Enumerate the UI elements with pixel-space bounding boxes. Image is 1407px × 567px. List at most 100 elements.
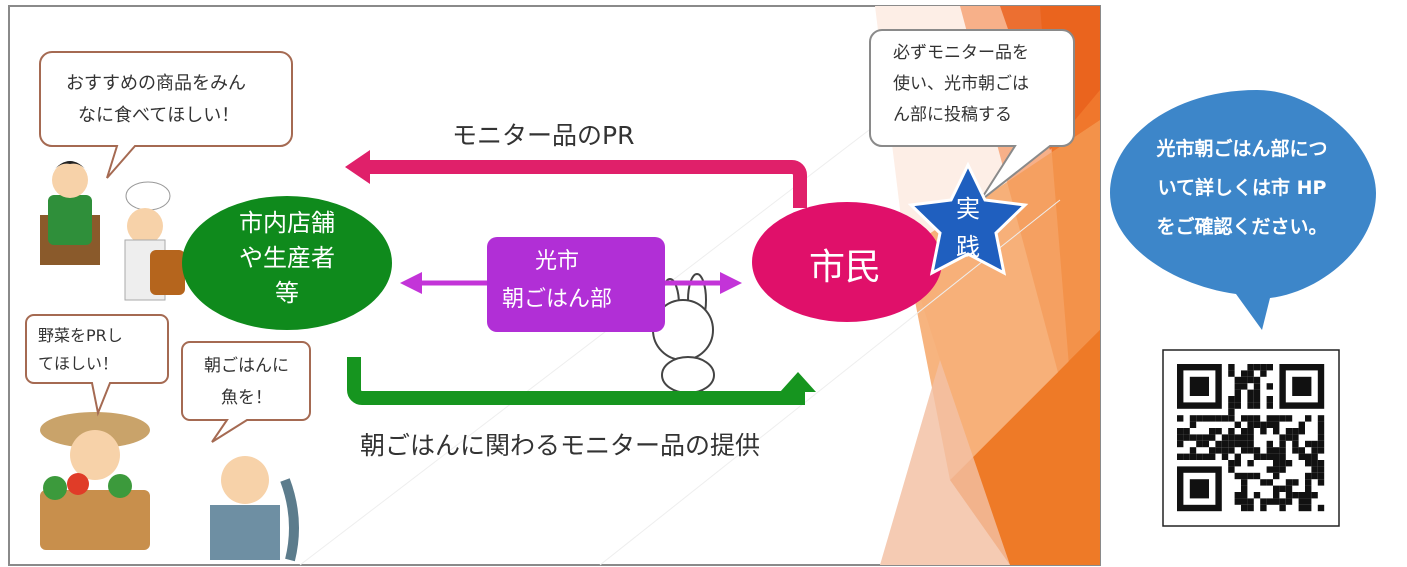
shopkeeper-illustration [40, 161, 100, 265]
qr-module [1285, 492, 1293, 499]
qr-module [1247, 472, 1254, 480]
qr-module [1317, 447, 1325, 454]
qr-module [1234, 472, 1241, 480]
qr-module [1260, 370, 1267, 377]
qr-module [1234, 492, 1241, 499]
qr-module [1247, 370, 1254, 377]
qr-module [1221, 440, 1229, 448]
qr-module [1228, 428, 1235, 435]
qr-module [1247, 364, 1254, 371]
qr-module [1260, 428, 1267, 435]
qr-module [1253, 492, 1261, 499]
qr-module [1228, 396, 1235, 403]
qr-module [1253, 402, 1261, 409]
qr-module [1183, 453, 1190, 460]
qr-module [1253, 389, 1261, 396]
qr-module [1253, 364, 1261, 371]
qr-module [1196, 453, 1203, 460]
qr-module [1247, 504, 1254, 512]
qr-module [1234, 383, 1241, 390]
qr-module [1317, 434, 1325, 441]
qr-module [1247, 376, 1254, 384]
callout-line: 光市朝ごはん部につ [1156, 138, 1328, 160]
qr-code [1162, 349, 1340, 527]
pr-arrow [365, 160, 807, 208]
qr-module [1279, 485, 1286, 492]
qr-module [1266, 453, 1273, 460]
bubble-citizen-text: 必ずモニター品を 使い、光市朝ごは ん部に投稿する [893, 38, 1029, 131]
qr-module [1247, 428, 1254, 435]
bubble-line: なに食べてほしい！ [78, 105, 240, 126]
producers-line: や生産者 [239, 244, 335, 272]
qr-module [1234, 389, 1241, 396]
qr-module [1228, 466, 1235, 473]
qr-module [1317, 504, 1325, 512]
qr-module [1177, 428, 1184, 435]
qr-module [1273, 421, 1280, 428]
qr-module [1279, 434, 1286, 441]
qr-module [1234, 434, 1241, 441]
qr-module [1317, 466, 1325, 473]
bubble-line: 朝ごはんに [204, 356, 289, 376]
qr-module [1215, 440, 1222, 448]
qr-module [1247, 396, 1254, 403]
qr-module [1305, 504, 1312, 512]
qr-module [1273, 447, 1280, 454]
pr-arrowhead [345, 150, 370, 184]
qr-module [1311, 440, 1318, 448]
qr-module [1266, 479, 1273, 486]
qr-module [1228, 460, 1235, 467]
bubble-farmer [25, 314, 169, 417]
callout-line: いて詳しくは市 HP [1157, 177, 1327, 199]
link-arrowhead-right [720, 272, 742, 294]
qr-module [1279, 498, 1286, 505]
qr-module [1189, 434, 1197, 441]
qr-module [1285, 460, 1293, 467]
qr-module [1202, 415, 1209, 422]
qr-module [1221, 447, 1229, 454]
qr-module [1273, 466, 1280, 473]
qr-module [1234, 440, 1241, 448]
qr-module [1292, 428, 1299, 435]
qr-module [1228, 402, 1235, 409]
qr-module [1196, 440, 1203, 448]
qr-module [1241, 434, 1248, 441]
qr-module [1266, 466, 1273, 473]
qr-module [1260, 364, 1267, 371]
qr-module [1279, 440, 1286, 448]
qr-module [1311, 466, 1318, 473]
qr-module [1273, 453, 1280, 460]
qr-module [1311, 472, 1318, 480]
qr-module [1279, 447, 1286, 454]
qr-module [1305, 498, 1312, 505]
qr-module [1247, 460, 1254, 467]
qr-module [1273, 498, 1280, 505]
qr-module [1234, 498, 1241, 505]
qr-module [1215, 428, 1222, 435]
bubble-fisher [181, 341, 311, 443]
qr-module [1285, 485, 1293, 492]
qr-module [1311, 453, 1318, 460]
qr-module [1189, 453, 1197, 460]
qr-module [1209, 447, 1216, 454]
qr-module [1253, 421, 1261, 428]
qr-module [1253, 453, 1261, 460]
qr-module [1202, 453, 1209, 460]
qr-module [1221, 434, 1229, 441]
qr-module [1228, 408, 1235, 416]
farmer-illustration [40, 412, 150, 550]
qr-module [1266, 396, 1273, 403]
qr-module [1209, 415, 1216, 422]
bubble-line: 魚を！ [221, 388, 272, 408]
qr-module [1305, 472, 1312, 480]
qr-module [1311, 447, 1318, 454]
qr-finder [1292, 376, 1312, 396]
qr-module [1292, 434, 1299, 441]
qr-module [1228, 415, 1235, 422]
qr-module [1247, 415, 1254, 422]
qr-module [1247, 447, 1254, 454]
qr-module [1253, 447, 1261, 454]
qr-module [1234, 453, 1241, 460]
qr-module [1273, 472, 1280, 480]
qr-module [1241, 472, 1248, 480]
